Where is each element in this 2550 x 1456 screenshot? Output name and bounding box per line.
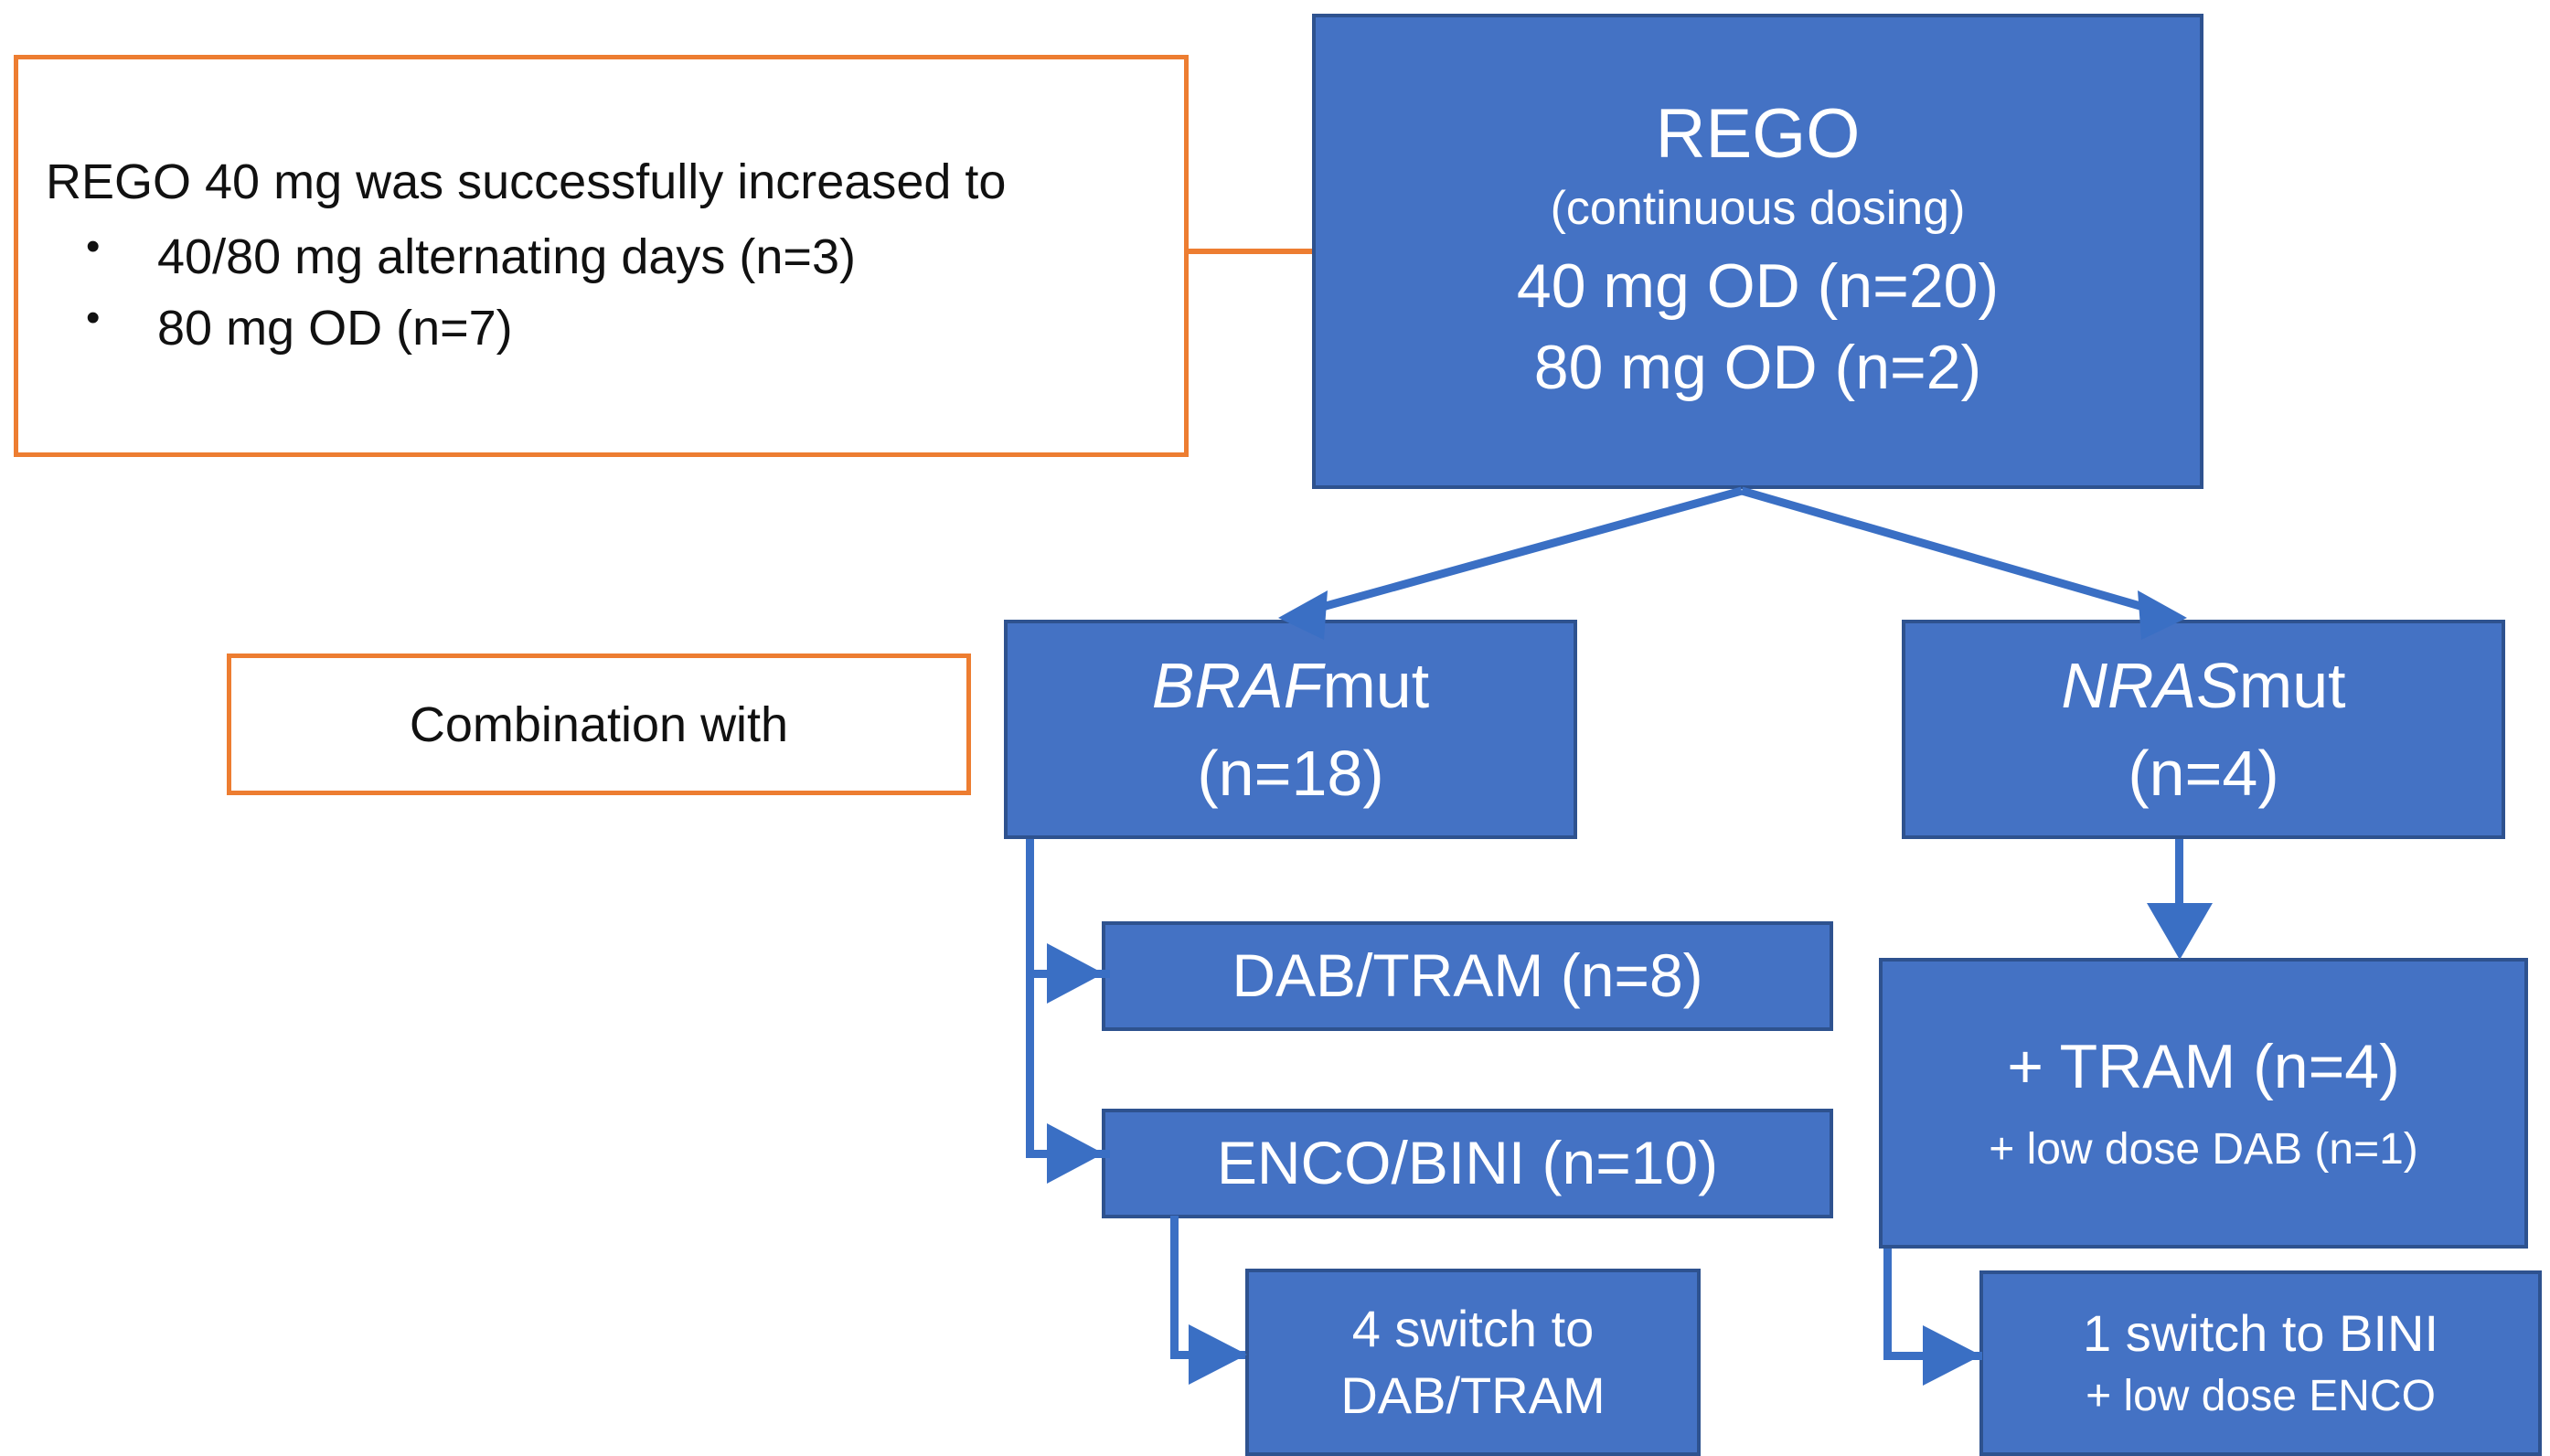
node-dab-tram: DAB/TRAM (n=8) — [1102, 921, 1833, 1031]
node-switch-to-bini: 1 switch to BINI + low dose ENCO — [1979, 1270, 2542, 1456]
nras-title: NRASmut — [2061, 650, 2345, 721]
node-rego: REGO (continuous dosing) 40 mg OD (n=20)… — [1312, 14, 2203, 489]
nras-count: (n=4) — [2128, 738, 2279, 809]
arrow-line-rego-to-nras — [1740, 486, 2158, 615]
braf-mut-suffix: mut — [1322, 649, 1430, 721]
plus-low-dose-dab-label: + low dose DAB (n=1) — [1989, 1125, 2418, 1174]
braf-gene-name: BRAF — [1151, 649, 1323, 721]
dose-callout-bullet-2: 80 mg OD (n=7) — [46, 289, 856, 365]
connector-braf-to-encobini — [1026, 1150, 1110, 1158]
connector-nras-to-tram — [2175, 839, 2183, 938]
node-braf-mut: BRAFmut (n=18) — [1004, 620, 1577, 839]
rego-dose-80: 80 mg OD (n=2) — [1533, 332, 1982, 402]
connector-tram-trunk — [1883, 1249, 1892, 1360]
combination-callout: Combination with — [227, 654, 971, 795]
arrow-line-rego-to-braf — [1307, 486, 1744, 615]
connector-braf-to-dabtram — [1026, 970, 1110, 978]
connector-encobini-trunk — [1170, 1216, 1179, 1358]
node-nras-mut: NRASmut (n=4) — [1902, 620, 2505, 839]
dose-callout-bullet-list: 40/80 mg alternating days (n=3) 80 mg OD… — [46, 218, 856, 366]
dab-tram-label: DAB/TRAM (n=8) — [1232, 941, 1703, 1010]
node-enco-bini: ENCO/BINI (n=10) — [1102, 1109, 1833, 1218]
rego-subtitle: (continuous dosing) — [1550, 182, 1966, 236]
node-switch-to-dab-tram: 4 switch to DAB/TRAM — [1245, 1269, 1701, 1456]
switch4-line2: DAB/TRAM — [1340, 1366, 1606, 1424]
plus-tram-label: + TRAM (n=4) — [2007, 1032, 2400, 1102]
nras-mut-suffix: mut — [2238, 649, 2346, 721]
switch1-line1: 1 switch to BINI — [2082, 1304, 2439, 1363]
connector-encobini-to-switch4 — [1170, 1351, 1245, 1359]
switch4-line1: 4 switch to — [1351, 1299, 1595, 1357]
rego-dose-40: 40 mg OD (n=20) — [1516, 251, 2000, 322]
enco-bini-label: ENCO/BINI (n=10) — [1216, 1129, 1719, 1197]
dose-escalation-callout: REGO 40 mg was successfully increased to… — [14, 55, 1189, 457]
dose-callout-heading: REGO 40 mg was successfully increased to — [46, 154, 1007, 209]
braf-count: (n=18) — [1197, 738, 1384, 809]
nras-gene-name: NRAS — [2061, 649, 2239, 721]
braf-title: BRAFmut — [1152, 650, 1429, 721]
switch1-line2: + low dose ENCO — [2086, 1371, 2436, 1420]
dose-callout-bullet-1: 40/80 mg alternating days (n=3) — [46, 218, 856, 293]
connector-braf-trunk — [1026, 839, 1034, 1157]
rego-title: REGO — [1655, 94, 1861, 173]
callout-connector-line — [1189, 249, 1315, 254]
connector-tram-to-switch1 — [1883, 1352, 1982, 1360]
combination-callout-label: Combination with — [409, 696, 789, 752]
node-plus-tram: + TRAM (n=4) + low dose DAB (n=1) — [1879, 958, 2528, 1249]
